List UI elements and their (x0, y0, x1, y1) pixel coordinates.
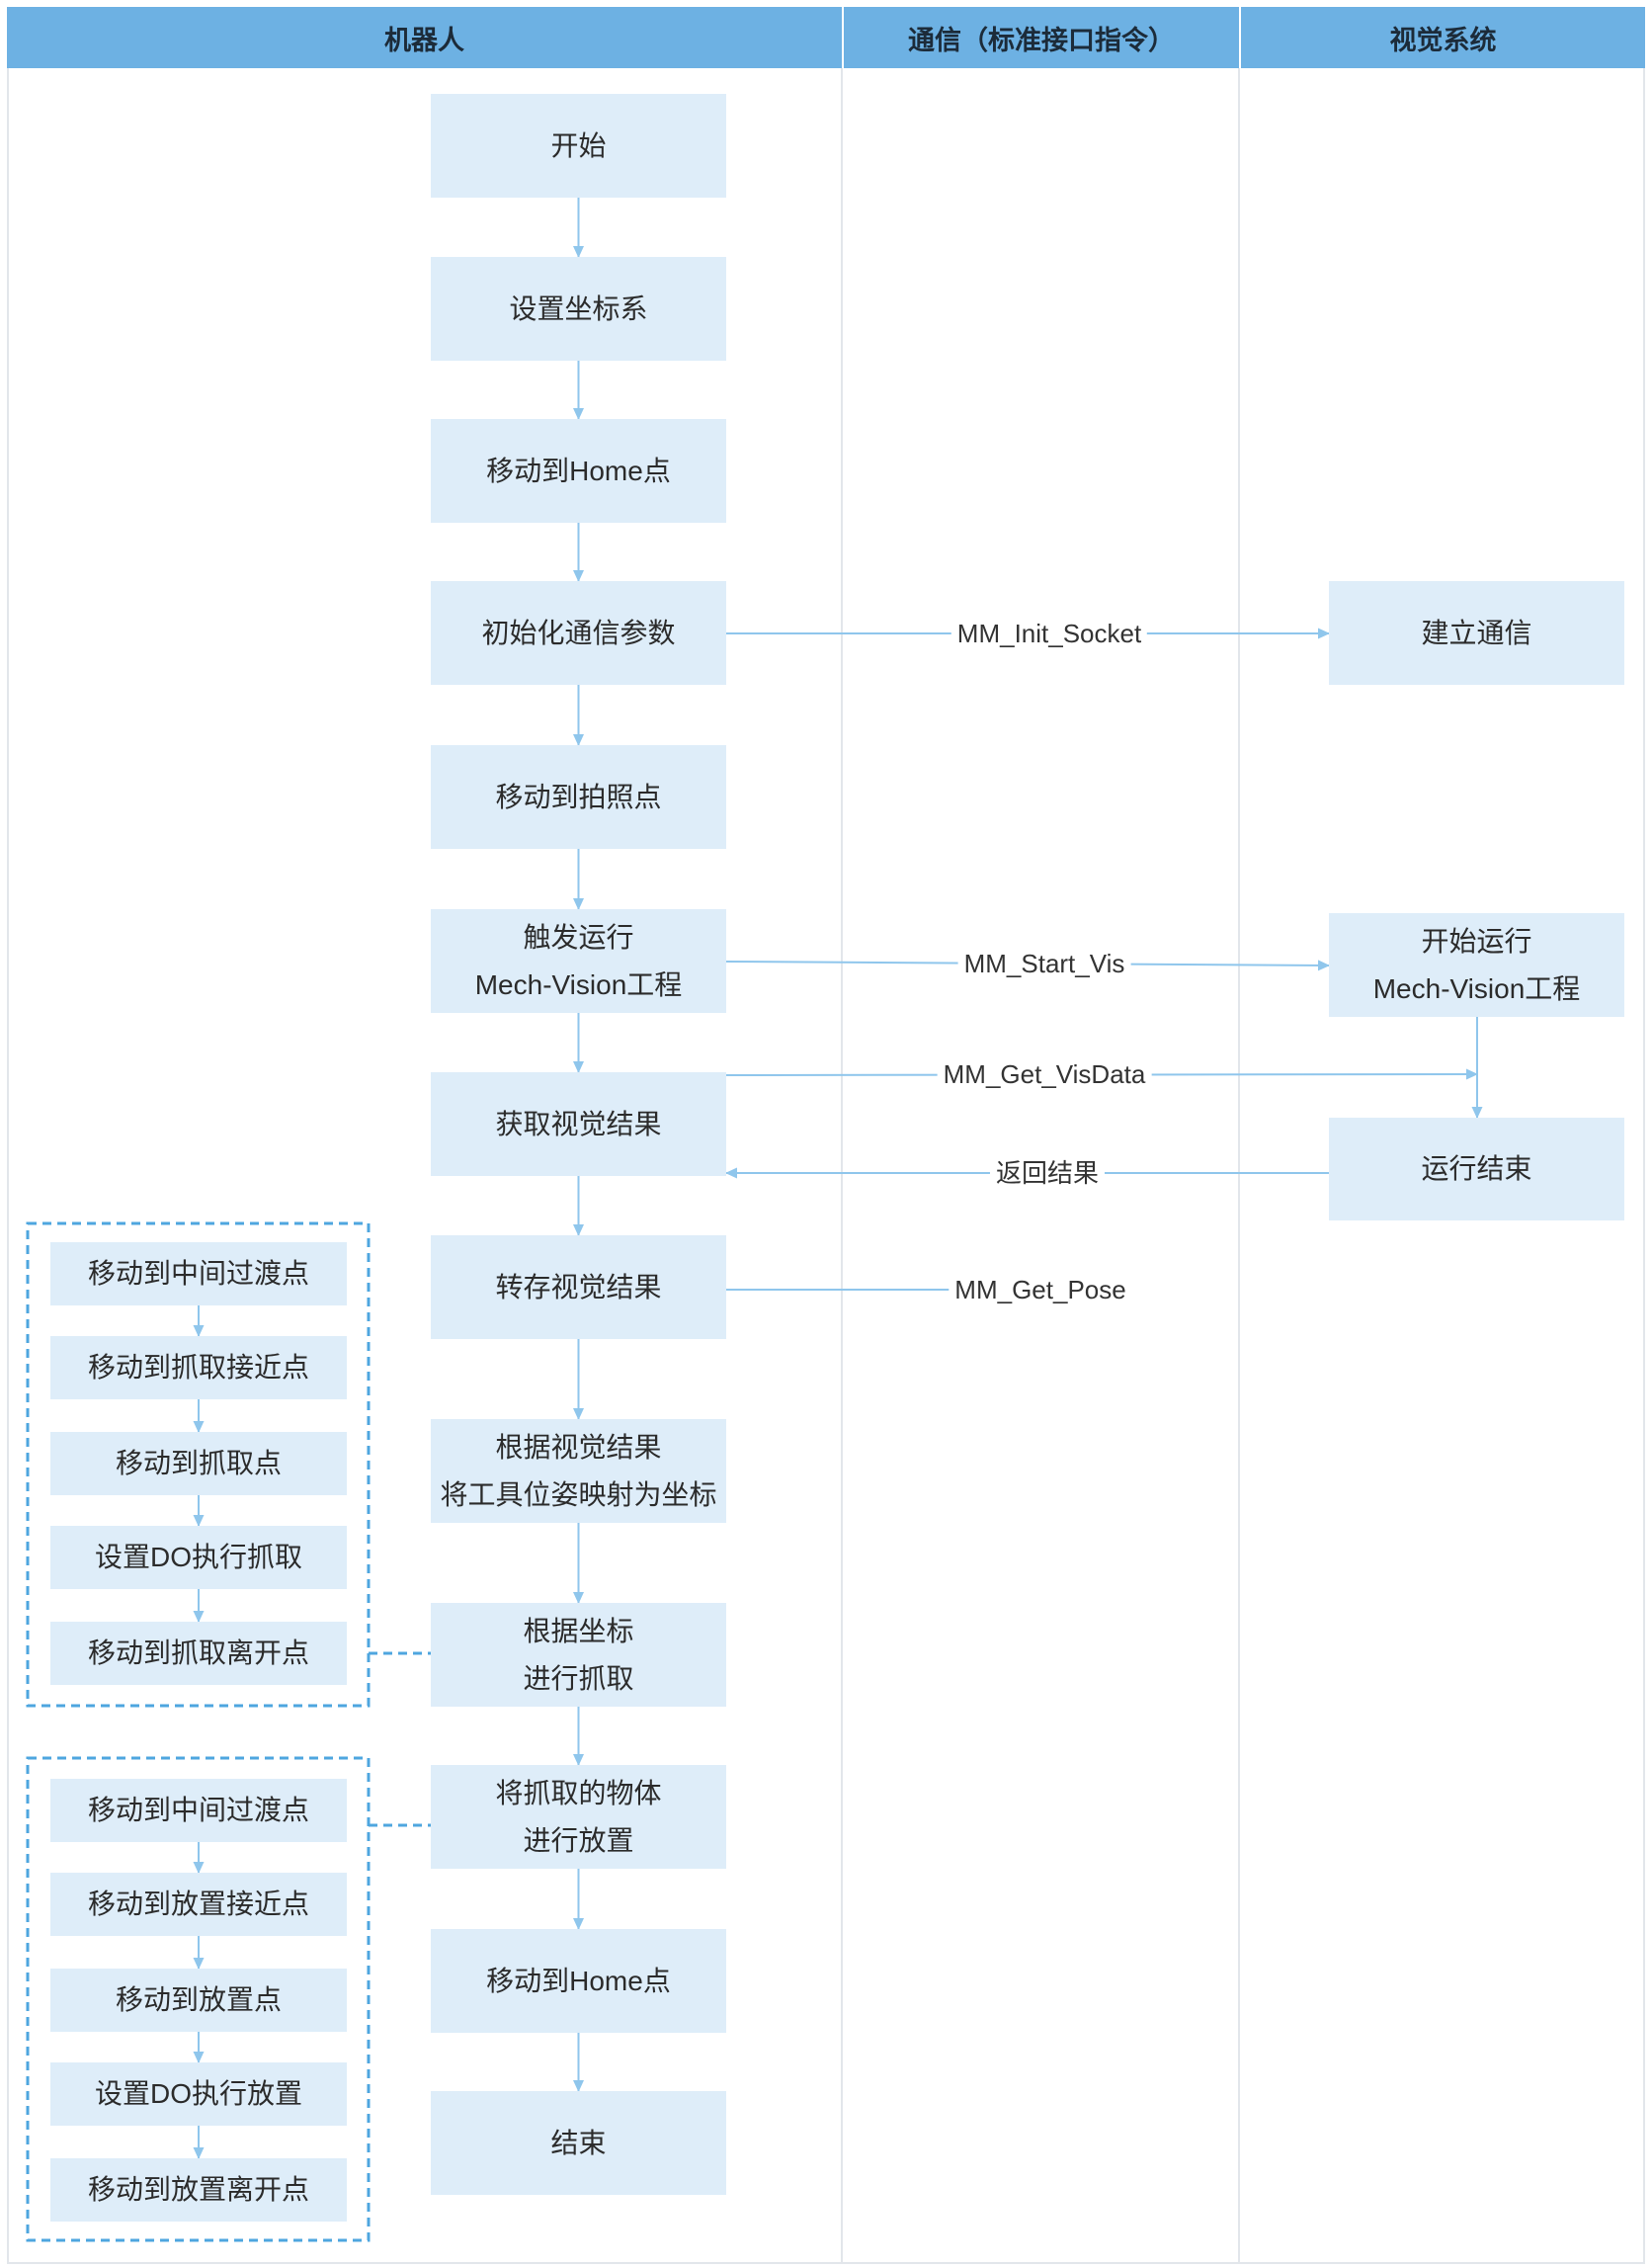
message-label-get-visdata: MM_Get_VisData (937, 1057, 1152, 1091)
place-substep-move-to-depart: 移动到放置离开点 (50, 2158, 347, 2222)
place-substep-move-to-transition: 移动到中间过渡点 (50, 1779, 347, 1842)
step-label-line-1: 根据坐标 (523, 1615, 634, 1646)
step-label-line-2: 进行放置 (523, 1824, 634, 1856)
step-label: 运行结束 (1421, 1153, 1532, 1184)
step-label-line-2: Mech-Vision工程 (1372, 972, 1581, 1004)
step-map-tool-pose: 根据视觉结果 将工具位姿映射为坐标 (431, 1419, 726, 1523)
step-label: 移动到Home点 (486, 1965, 671, 1996)
step-label-line-1: 将抓取的物体 (495, 1777, 662, 1808)
step-label-line-2: Mech-Vision工程 (474, 968, 683, 1000)
message-label-start-vis: MM_Start_Vis (957, 947, 1131, 980)
step-label: 移动到拍照点 (495, 781, 662, 812)
pick-substep-set-do: 设置DO执行抓取 (50, 1526, 347, 1589)
step-place-object: 将抓取的物体 进行放置 (431, 1765, 726, 1869)
step-move-to-photo-point: 移动到拍照点 (431, 745, 726, 849)
step-pick-by-coordinate: 根据坐标 进行抓取 (431, 1603, 726, 1707)
vision-step-run-finished: 运行结束 (1329, 1118, 1624, 1220)
step-label-line-2: 将工具位姿映射为坐标 (440, 1478, 717, 1510)
step-end: 结束 (431, 2091, 726, 2195)
step-move-to-home: 移动到Home点 (431, 419, 726, 523)
step-label-line-2: 进行抓取 (523, 1662, 634, 1694)
step-return-home: 移动到Home点 (431, 1929, 726, 2033)
lane-divider-communication-vision (1238, 68, 1240, 2264)
lane-header-robot: 机器人 (7, 7, 842, 68)
pick-substep-move-to-transition: 移动到中间过渡点 (50, 1242, 347, 1305)
place-substep-move-to-approach: 移动到放置接近点 (50, 1873, 347, 1936)
step-label: 结束 (550, 2127, 607, 2158)
step-label-line-1: 开始运行 (1421, 925, 1532, 957)
lane-header-communication: 通信（标准接口指令） (842, 7, 1239, 68)
step-label: 移动到Home点 (486, 455, 671, 486)
place-detail-group-border (26, 1756, 371, 2242)
step-label: 建立通信 (1421, 617, 1532, 648)
step-label: 设置坐标系 (509, 293, 648, 324)
step-label-line-1: 根据视觉结果 (495, 1431, 662, 1463)
pick-substep-move-to-pick-point: 移动到抓取点 (50, 1432, 347, 1495)
step-set-coordinate-system: 设置坐标系 (431, 257, 726, 361)
message-label-init-socket: MM_Init_Socket (950, 617, 1148, 650)
step-start: 开始 (431, 94, 726, 198)
message-label-get-pose: MM_Get_Pose (949, 1273, 1132, 1306)
place-substep-move-to-place-point: 移动到放置点 (50, 1969, 347, 2032)
pick-substep-move-to-depart: 移动到抓取离开点 (50, 1622, 347, 1685)
lane-header-vision: 视觉系统 (1239, 7, 1645, 68)
place-substep-set-do: 设置DO执行放置 (50, 2062, 347, 2126)
step-trigger-mech-vision: 触发运行 Mech-Vision工程 (431, 909, 726, 1013)
step-init-communication: 初始化通信参数 (431, 581, 726, 685)
vision-step-start-mech-vision: 开始运行 Mech-Vision工程 (1329, 913, 1624, 1017)
vision-step-establish-communication: 建立通信 (1329, 581, 1624, 685)
step-label: 转存视觉结果 (495, 1271, 662, 1302)
step-label-line-1: 触发运行 (523, 921, 634, 953)
step-label: 获取视觉结果 (495, 1108, 662, 1139)
message-label-return-result: 返回结果 (989, 1156, 1106, 1190)
lane-divider-robot-communication (841, 68, 843, 2264)
step-get-vision-result: 获取视觉结果 (431, 1072, 726, 1176)
step-save-vision-result: 转存视觉结果 (431, 1235, 726, 1339)
pick-detail-group-border (26, 1221, 371, 1708)
step-label: 开始 (550, 129, 607, 161)
pick-substep-move-to-approach: 移动到抓取接近点 (50, 1336, 347, 1399)
step-label: 初始化通信参数 (481, 617, 676, 648)
